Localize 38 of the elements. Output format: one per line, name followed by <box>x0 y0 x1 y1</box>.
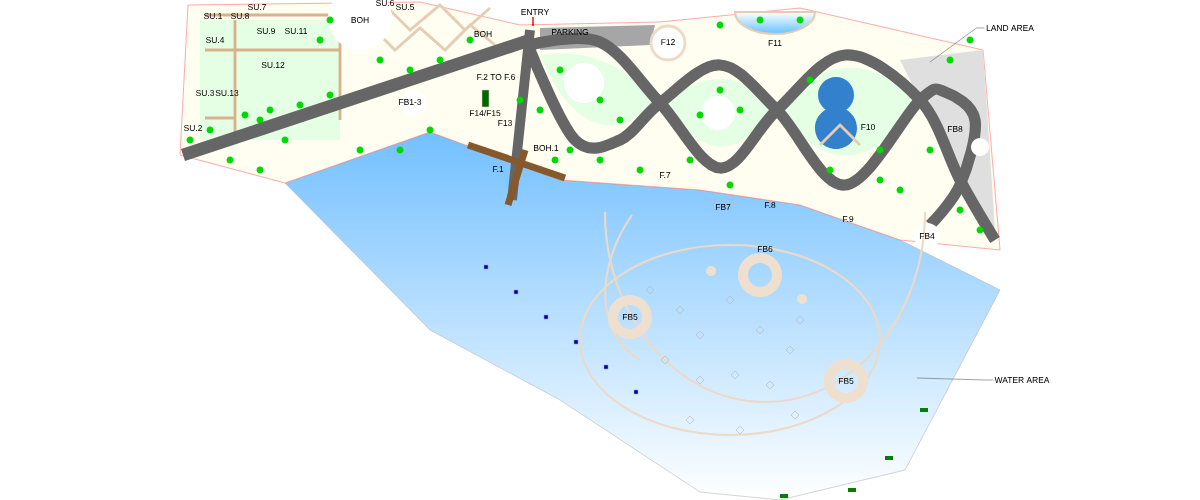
area-label: SU.12 <box>261 62 285 68</box>
area-label: SU.1 <box>204 13 222 19</box>
area-label: SU.11 <box>284 28 307 34</box>
area-label: FB6 <box>757 246 773 252</box>
area-label: F.8 <box>765 202 776 208</box>
area-label: F12 <box>661 39 675 45</box>
area-label: F10 <box>861 124 875 130</box>
area-label: SU.3 <box>196 90 214 96</box>
area-label: F.7 <box>660 172 671 178</box>
leader-line <box>916 377 994 381</box>
area-label: F.2 TO F.6 <box>477 74 516 80</box>
area-label: FB7 <box>715 204 731 210</box>
area-label: SU.6 <box>376 0 394 6</box>
area-label: FB5 <box>622 314 638 320</box>
area-label: SU.9 <box>257 28 275 34</box>
area-label: WATER AREA <box>994 377 1050 383</box>
area-label: BOH <box>474 31 492 37</box>
area-label: FB5 <box>838 378 854 384</box>
area-label: SU.8 <box>231 13 249 19</box>
area-label: BOH.1 <box>534 145 559 151</box>
area-label: FB1-3 <box>399 99 422 105</box>
area-label: F.9 <box>843 216 854 222</box>
area-label: SU.13 <box>215 90 239 96</box>
area-label: SU.5 <box>396 4 415 10</box>
area-label: F11 <box>768 40 782 46</box>
area-label: PARKING <box>552 29 589 35</box>
area-label: ENTRY <box>521 9 550 15</box>
area-label: F14/F15 <box>470 109 501 117</box>
area-label: SU.4 <box>206 37 225 43</box>
leader-line <box>929 27 985 63</box>
area-label: SU.2 <box>184 125 202 131</box>
area-label: FB4 <box>919 233 935 239</box>
area-label: F13 <box>498 120 512 126</box>
area-label: F.1 <box>493 166 504 172</box>
area-label: LAND AREA <box>986 25 1034 31</box>
area-label: BOH <box>351 17 369 23</box>
area-label: FB8 <box>947 126 963 132</box>
area-label: SU.7 <box>248 4 266 10</box>
